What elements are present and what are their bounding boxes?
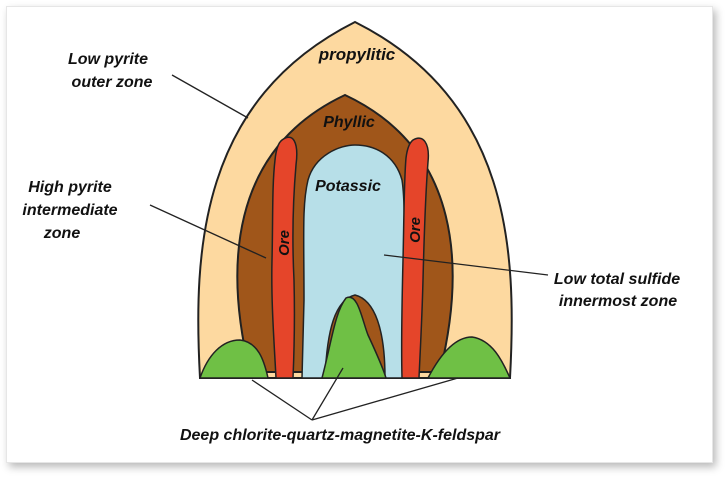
ore-label-left: Ore [276,230,293,256]
potassic-label: Potassic [315,178,381,195]
leader-line-deep-right [311,377,459,421]
leader-line-inner [383,254,549,276]
outer-zone-label-line1: Low pyrite [68,51,148,68]
leader-line-outer [171,74,249,119]
intermediate-zone-label-line1: High pyrite [28,179,112,196]
deep-zone-label: Deep chlorite-quartz-magnetite-K-feldspa… [180,427,501,444]
ore-vein-right [400,137,430,379]
ore-label-right: Ore [407,217,424,243]
chlorite-zone-left [198,339,269,379]
inner-zone-label-line2: innermost zone [559,293,677,310]
ore-vein-left [271,136,298,379]
leader-line-deep-center [311,367,344,421]
inner-zone-label-line1: Low total sulfide [554,271,680,288]
chlorite-zone-center [321,296,388,379]
outer-zone-label-line2: outer zone [72,74,153,91]
chlorite-zone-right [426,336,512,379]
intermediate-zone-label-line2: intermediate [22,202,117,219]
leader-line-deep-left [251,379,313,421]
leader-line-intermediate [149,204,267,259]
intermediate-zone-label-line3: zone [43,225,81,242]
phyllic-label: Phyllic [323,114,375,131]
propylitic-label: propylitic [318,45,396,64]
